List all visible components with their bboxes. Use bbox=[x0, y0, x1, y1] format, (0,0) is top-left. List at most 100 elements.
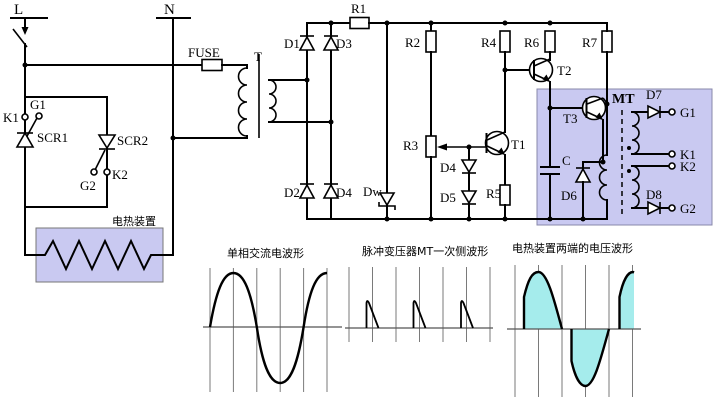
g1-label: G1 bbox=[30, 97, 46, 112]
l-terminal-label: L bbox=[14, 2, 23, 18]
switch-arrow-icon bbox=[21, 27, 29, 35]
r6-label: R6 bbox=[524, 35, 540, 50]
scr1-symbol bbox=[15, 112, 43, 148]
waveform2-gridlines bbox=[348, 267, 491, 342]
negative-hump-outline bbox=[570, 328, 611, 388]
k1-output-label: K1 bbox=[680, 147, 696, 162]
scr1-label: SCR1 bbox=[37, 130, 68, 145]
l-terminal: L bbox=[10, 2, 48, 19]
d8-label: D8 bbox=[646, 187, 662, 202]
waveform-ac-sine: 单相交流电波形 bbox=[203, 246, 342, 392]
wiper-arrow-icon bbox=[437, 143, 447, 151]
r5-resistor bbox=[499, 184, 511, 206]
waveform-mt-pulses: 脉冲变压器MT一次侧波形 bbox=[345, 244, 493, 342]
r7-label: R7 bbox=[582, 35, 598, 50]
scr-section: K1 G1 SCR1 SCR2 G2 K2 bbox=[3, 96, 148, 208]
d6-label: D6 bbox=[561, 188, 577, 203]
waveform3-title: 电热装置两端的电压波形 bbox=[512, 241, 633, 255]
c-label: C bbox=[562, 153, 571, 168]
scr2-symbol bbox=[90, 134, 117, 176]
t1-label: T1 bbox=[511, 137, 525, 152]
k1-output-terminal bbox=[668, 150, 676, 158]
trigger-box: T3 C D6 MT bbox=[306, 81, 713, 226]
d7-label: D7 bbox=[646, 87, 662, 102]
r3-potentiometer bbox=[425, 135, 437, 158]
d4-bridge-diode bbox=[322, 183, 340, 199]
heater: 电热装置 bbox=[24, 215, 174, 283]
r3-label: R3 bbox=[403, 138, 418, 153]
t3-transistor bbox=[581, 95, 610, 121]
t2-transistor bbox=[528, 57, 554, 83]
g1-output-label: G1 bbox=[680, 105, 696, 120]
dc-plus-rail: R1 bbox=[306, 1, 608, 30]
d1-label: D1 bbox=[284, 36, 300, 51]
bridge-rectifier: D1 D3 D2 D4 bbox=[284, 22, 352, 220]
r1-resistor bbox=[349, 16, 370, 30]
scr2-label: SCR2 bbox=[117, 133, 148, 148]
positive-hump-1-outline bbox=[522, 270, 564, 330]
t2-emitter-arrow bbox=[542, 74, 550, 82]
n-terminal-label: N bbox=[164, 2, 175, 18]
r4-label: R4 bbox=[481, 35, 497, 50]
r6-resistor bbox=[544, 30, 556, 53]
d6-diode bbox=[574, 119, 606, 220]
n-terminal: N bbox=[156, 2, 191, 19]
capacitor-c bbox=[540, 107, 560, 220]
pulse-1 bbox=[365, 300, 380, 329]
r7-resistor bbox=[601, 30, 613, 53]
r1-label: R1 bbox=[351, 1, 366, 16]
zener-dw: Dw bbox=[363, 22, 396, 222]
g2-output-terminal bbox=[668, 204, 676, 212]
positive-hump-1-fill bbox=[524, 272, 562, 329]
g2-terminal bbox=[90, 168, 98, 176]
t3-label: T3 bbox=[563, 111, 577, 126]
g1-terminal bbox=[35, 112, 43, 120]
waveform2-title: 脉冲变压器MT一次侧波形 bbox=[362, 244, 488, 258]
heater-resistor bbox=[24, 238, 174, 272]
d4-label: D4 bbox=[440, 160, 456, 175]
transformer-t: T bbox=[170, 49, 334, 141]
k2-output-terminal bbox=[668, 162, 676, 170]
d5-label: D5 bbox=[440, 190, 456, 205]
r5-label: R5 bbox=[486, 186, 501, 201]
d3-label: D3 bbox=[336, 36, 352, 51]
r4-resistor bbox=[499, 30, 511, 53]
k1-terminal bbox=[21, 113, 29, 121]
waveform-heater-voltage: 电热装置两端的电压波形 bbox=[507, 241, 641, 397]
d4-bridge-label: D4 bbox=[336, 185, 352, 200]
d2-label: D2 bbox=[284, 185, 300, 200]
g1-output-terminal bbox=[668, 108, 676, 116]
pulse-3 bbox=[460, 300, 474, 329]
d4-d5-chain: D4 D5 bbox=[440, 146, 478, 222]
k2-terminal bbox=[103, 168, 111, 176]
d1-diode bbox=[298, 35, 316, 51]
k1-label: K1 bbox=[3, 110, 19, 125]
mt-secondary1-winding bbox=[631, 111, 640, 155]
g2-output-label: G2 bbox=[680, 201, 696, 216]
secondary-winding bbox=[268, 79, 277, 123]
secondary1-polarity-dot bbox=[627, 146, 631, 150]
primary-winding bbox=[237, 67, 248, 137]
k2-label: K2 bbox=[112, 167, 128, 182]
main-switch bbox=[12, 17, 29, 48]
sine-curve bbox=[208, 271, 328, 385]
t3-emitter-arrow bbox=[595, 112, 603, 120]
t2-label: T2 bbox=[557, 63, 571, 78]
fuse: FUSE bbox=[22, 45, 248, 72]
trigger-box-background bbox=[536, 88, 713, 226]
g2-label: G2 bbox=[80, 178, 96, 193]
fuse-label: FUSE bbox=[188, 45, 220, 60]
transformer-label: T bbox=[254, 49, 262, 64]
mt-pulse-transformer: MT D7 G1 K1 K2 bbox=[598, 87, 696, 220]
positive-hump-2-outline bbox=[618, 270, 635, 329]
r4-t1-r5: R4 T1 R5 bbox=[481, 30, 525, 222]
mt-secondary2-winding bbox=[631, 165, 640, 209]
dw-label: Dw bbox=[363, 184, 382, 199]
t1-transistor bbox=[484, 130, 510, 156]
secondary2-polarity-dot bbox=[627, 169, 631, 173]
positive-hump-2-fill bbox=[619, 272, 634, 329]
negative-hump-fill bbox=[571, 329, 609, 386]
mt-primary-winding bbox=[598, 154, 608, 201]
